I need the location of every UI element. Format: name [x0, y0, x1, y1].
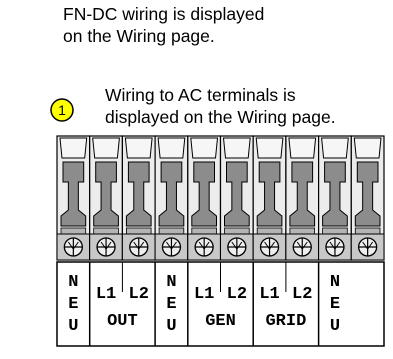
- callout-circle: [50, 98, 74, 122]
- terminal-3: [121, 135, 156, 261]
- terminal-8: [285, 135, 320, 261]
- terminal-block: [56, 135, 385, 261]
- terminal-9: [318, 135, 352, 261]
- terminal-cap: [222, 137, 251, 159]
- terminal-6: [219, 135, 254, 261]
- screw-arrow: [100, 241, 112, 250]
- terminal-5: [187, 135, 222, 261]
- terminal-4: [154, 135, 189, 261]
- terminal-cap: [59, 137, 88, 159]
- gen-term-l2: L2: [227, 285, 247, 304]
- screw-arrow: [264, 241, 275, 250]
- grid-name: GRID: [265, 312, 306, 331]
- neu1-letter-u: U: [68, 317, 78, 336]
- neu3-letter-u: U: [330, 317, 340, 336]
- terminal-cap: [321, 137, 349, 159]
- terminal-clamp: [256, 161, 283, 227]
- terminal-clamp: [60, 161, 87, 227]
- neu1-letter-n: N: [68, 273, 78, 292]
- terminal-clamp: [125, 161, 152, 227]
- neu1-letter-e: E: [68, 295, 78, 314]
- neu2-letter-n: N: [166, 273, 176, 292]
- screw-arrow: [166, 241, 177, 250]
- terminal-clamp: [354, 161, 381, 227]
- neu3-letter-n: N: [330, 273, 340, 292]
- screw-arrow: [67, 241, 79, 250]
- screw-arrow: [362, 241, 374, 250]
- terminal-clamp: [191, 161, 217, 227]
- terminal-cap: [255, 137, 284, 159]
- terminal-cap: [157, 137, 186, 159]
- gen-term-l1: L1: [194, 285, 214, 304]
- callout-marker-1: 1: [50, 98, 74, 122]
- terminal-7: [252, 135, 287, 261]
- terminal-cap: [92, 137, 120, 159]
- out-term-l1: L1: [96, 285, 116, 304]
- neu3-letter-e: E: [330, 295, 340, 314]
- grid-term-l2: L2: [292, 285, 312, 304]
- terminal-cap: [190, 137, 219, 159]
- ac-terminals-wiring-note: Wiring to AC terminals is displayed on t…: [105, 85, 336, 127]
- terminal-clamp: [289, 161, 316, 227]
- screw-arrow: [198, 241, 210, 250]
- terminal-clamp: [158, 161, 185, 227]
- callout-number: 1: [58, 102, 66, 118]
- terminal-2: [89, 135, 123, 261]
- grid-term-l1: L1: [259, 285, 279, 304]
- gen-name: GEN: [205, 312, 236, 331]
- terminal-clamp: [322, 161, 348, 227]
- screw-arrow: [133, 241, 145, 250]
- out-term-l2: L2: [129, 285, 149, 304]
- terminal-1: [56, 135, 91, 261]
- fn-dc-wiring-note: FN-DC wiring is displayed on the Wiring …: [63, 4, 265, 46]
- neu2-letter-u: U: [166, 317, 176, 336]
- terminal-10: [350, 135, 385, 261]
- terminal-clamp: [93, 161, 119, 227]
- terminal-clamp: [224, 161, 250, 227]
- screw-arrow: [231, 241, 243, 250]
- screw-arrow: [296, 241, 308, 250]
- terminal-cap: [353, 137, 382, 159]
- terminal-cap: [124, 137, 153, 159]
- terminal-cap: [288, 137, 317, 159]
- neu2-letter-e: E: [166, 295, 176, 314]
- out-name: OUT: [107, 312, 138, 331]
- screw-arrow: [329, 241, 341, 250]
